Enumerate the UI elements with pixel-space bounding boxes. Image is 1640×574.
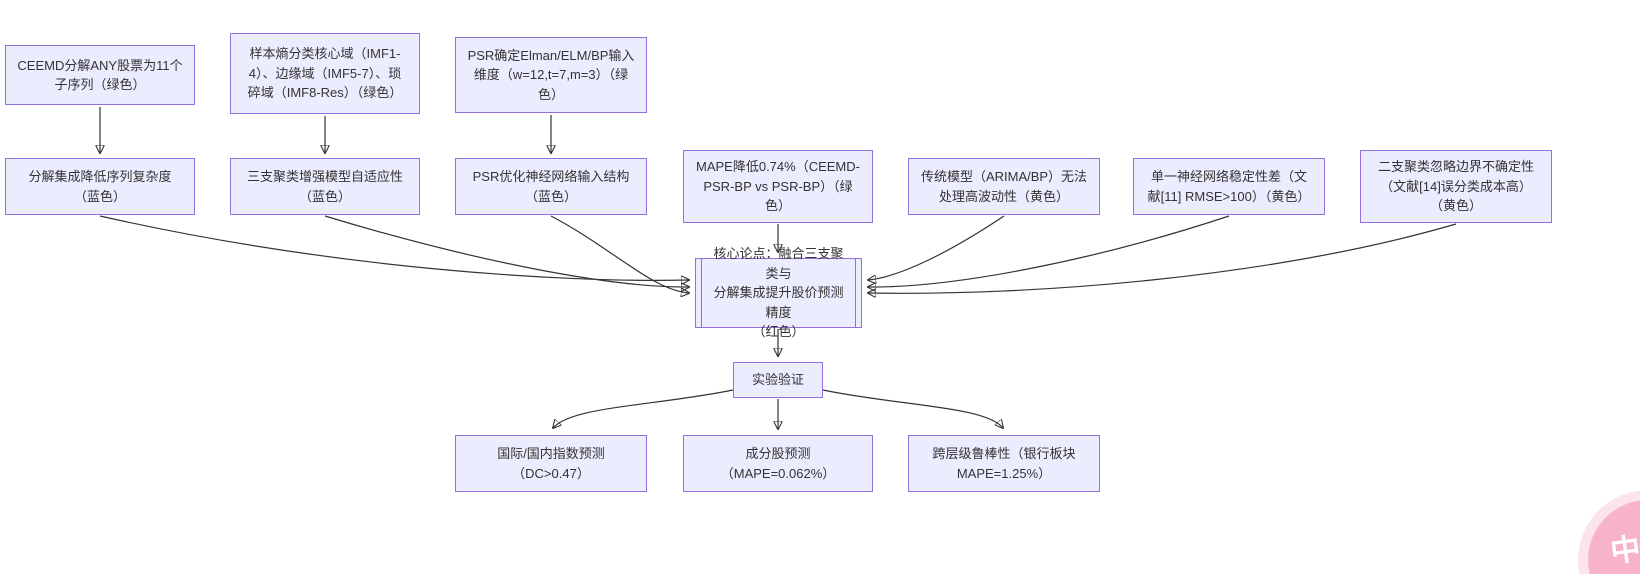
node-traditional-models: 传统模型（ARIMA/BP）无法 处理高波动性（黄色） bbox=[908, 158, 1100, 215]
node-label: 国际/国内指数预测 （DC>0.47） bbox=[497, 446, 605, 481]
node-sample-entropy: 样本熵分类核心域（IMF1- 4）、边缘域（IMF5-7）、琐 碎域（IMF8-… bbox=[230, 33, 420, 114]
edge-experiment-robustness bbox=[822, 389, 1003, 428]
node-ceemd-decomposition: CEEMD分解ANY股票为11个 子序列（绿色） bbox=[5, 45, 195, 105]
node-label: 核心论点：融合三支聚类与 分解集成提升股价预测精度 （红色） bbox=[713, 246, 844, 340]
translate-icon: 中A bbox=[1608, 529, 1640, 570]
node-experiment-validation: 实验验证 bbox=[733, 362, 823, 398]
node-label: 单一神经网络稳定性差（文 献[11] RMSE>100）（黄色） bbox=[1147, 169, 1311, 204]
edge-decompose-core bbox=[99, 215, 689, 280]
node-mape-reduction: MAPE降低0.74%（CEEMD- PSR-BP vs PSR-BP）（绿 色… bbox=[683, 150, 873, 223]
node-label: 实验验证 bbox=[751, 372, 804, 388]
node-label: MAPE降低0.74%（CEEMD- PSR-BP vs PSR-BP）（绿 色… bbox=[696, 159, 860, 214]
node-label: PSR确定Elman/ELM/BP输入 维度（w=12,t=7,m=3）（绿 色… bbox=[467, 47, 635, 102]
edge-threeway-core bbox=[324, 215, 689, 287]
node-label: 跨层级鲁棒性（银行板块 MAPE=1.25%） bbox=[932, 446, 1076, 481]
node-index-prediction: 国际/国内指数预测 （DC>0.47） bbox=[455, 435, 647, 492]
node-constituent-prediction: 成分股预测 （MAPE=0.062%） bbox=[683, 435, 873, 492]
node-single-nn-instability: 单一神经网络稳定性差（文 献[11] RMSE>100）（黄色） bbox=[1133, 158, 1325, 215]
node-cross-level-robustness: 跨层级鲁棒性（银行板块 MAPE=1.25%） bbox=[908, 435, 1100, 492]
node-three-way-clustering: 三支聚类增强模型自适应性 （蓝色） bbox=[230, 158, 420, 215]
edge-singlenn-core bbox=[868, 215, 1230, 287]
node-label: 样本熵分类核心域（IMF1- 4）、边缘域（IMF5-7）、琐 碎域（IMF8-… bbox=[247, 46, 403, 101]
node-label: PSR优化神经网络输入结构 （蓝色） bbox=[472, 169, 630, 204]
node-two-way-clustering: 二支聚类忽略边界不确定性 （文献[14]误分类成本高） （黄色） bbox=[1360, 150, 1552, 223]
node-label: 二支聚类忽略边界不确定性 （文献[14]误分类成本高） （黄色） bbox=[1377, 159, 1534, 214]
node-label: 传统模型（ARIMA/BP）无法 处理高波动性（黄色） bbox=[920, 169, 1088, 204]
node-label: 成分股预测 （MAPE=0.062%） bbox=[720, 446, 836, 481]
edge-experiment-indexpred bbox=[553, 389, 734, 428]
node-core-thesis: 核心论点：融合三支聚类与 分解集成提升股价预测精度 （红色） bbox=[695, 246, 862, 339]
edge-traditional-core bbox=[868, 215, 1005, 280]
node-decompose-ensemble: 分解集成降低序列复杂度 （蓝色） bbox=[5, 158, 195, 215]
node-label: CEEMD分解ANY股票为11个 子序列（绿色） bbox=[17, 57, 183, 93]
node-label: 三支聚类增强模型自适应性 （蓝色） bbox=[246, 169, 403, 204]
edge-twoway-core bbox=[868, 223, 1457, 293]
node-label: 分解集成降低序列复杂度 （蓝色） bbox=[28, 169, 172, 204]
node-psr-optimization: PSR优化神经网络输入结构 （蓝色） bbox=[455, 158, 647, 215]
node-psr-input-dimension: PSR确定Elman/ELM/BP输入 维度（w=12,t=7,m=3）（绿 色… bbox=[455, 37, 647, 113]
edge-psropt-core bbox=[550, 215, 689, 293]
